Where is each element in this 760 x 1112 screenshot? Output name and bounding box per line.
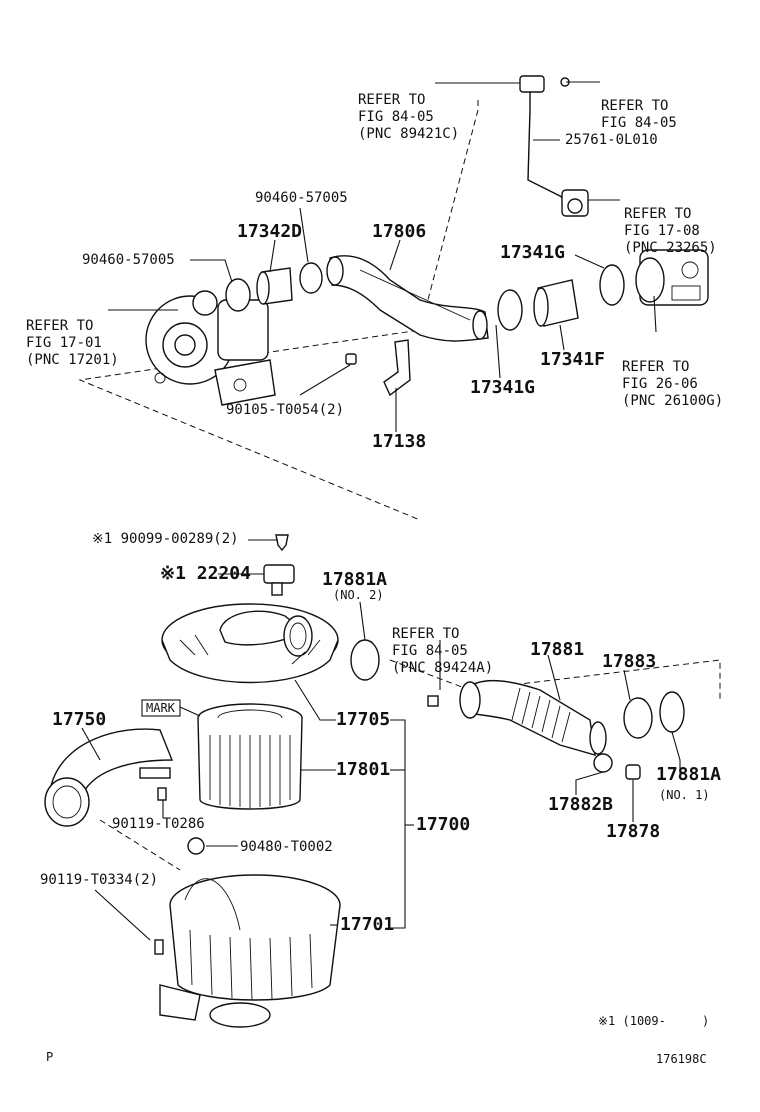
part-17883: 17883 <box>602 651 657 672</box>
intake-hose-17881 <box>350 639 685 780</box>
part-90460-57005-upper: 90460-57005 <box>255 190 348 206</box>
part-17138: 17138 <box>372 431 427 452</box>
part-25761-0l010: 25761-0L010 <box>565 132 658 148</box>
part-17342d: 17342D <box>237 221 303 242</box>
part-17881a-no1: (NO. 1) <box>659 788 710 802</box>
turbocharger <box>145 290 276 406</box>
part-17750: 17750 <box>52 709 107 730</box>
part-17700: 17700 <box>416 814 471 835</box>
leaders-bottom <box>81 539 681 941</box>
diagram-code: 176198C <box>656 1052 707 1066</box>
leaders-top <box>108 81 657 432</box>
filter-element <box>197 703 303 810</box>
part-90099-00289: ※1 90099-00289(2) <box>92 531 239 547</box>
part-17881a-top: 17881A <box>322 569 388 590</box>
part-17878: 17878 <box>606 821 661 842</box>
part-90460-57005-lower: 90460-57005 <box>82 252 175 268</box>
throttle-body <box>635 249 709 306</box>
part-17881a-no2: (NO. 2) <box>333 588 384 602</box>
part-17341g-top: 17341G <box>500 242 566 263</box>
part-17801: 17801 <box>336 759 391 780</box>
air-cleaner-case <box>154 787 341 1028</box>
air-cleaner-cap <box>161 603 339 684</box>
mark-box <box>141 699 181 717</box>
part-17701: 17701 <box>340 914 395 935</box>
mark-label: MARK <box>146 701 175 715</box>
part-17881a-bottom: 17881A <box>656 764 722 785</box>
part-17806: 17806 <box>372 221 427 242</box>
part-90105-t0054: 90105-T0054(2) <box>226 402 345 418</box>
part-17341g-bottom: 17341G <box>470 377 536 398</box>
footnote-1009: ※1 (1009- ) <box>598 1014 710 1028</box>
part-22204: ※1 22204 <box>160 563 251 584</box>
part-90119-t0286: 90119-T0286 <box>112 816 205 832</box>
intake-hoses-top <box>225 255 625 397</box>
part-17341f: 17341F <box>540 349 606 370</box>
part-17881: 17881 <box>530 639 585 660</box>
part-90480-t0002: 90480-T0002 <box>240 839 333 855</box>
part-17882b: 17882B <box>548 794 614 815</box>
air-duct-17750 <box>44 728 174 827</box>
sensor-22204 <box>263 534 295 596</box>
part-17705: 17705 <box>336 709 391 730</box>
footer-p: P <box>46 1050 54 1064</box>
part-90119-t0334: 90119-T0334(2) <box>40 872 159 888</box>
sensor-pipe-assembly <box>519 75 589 217</box>
